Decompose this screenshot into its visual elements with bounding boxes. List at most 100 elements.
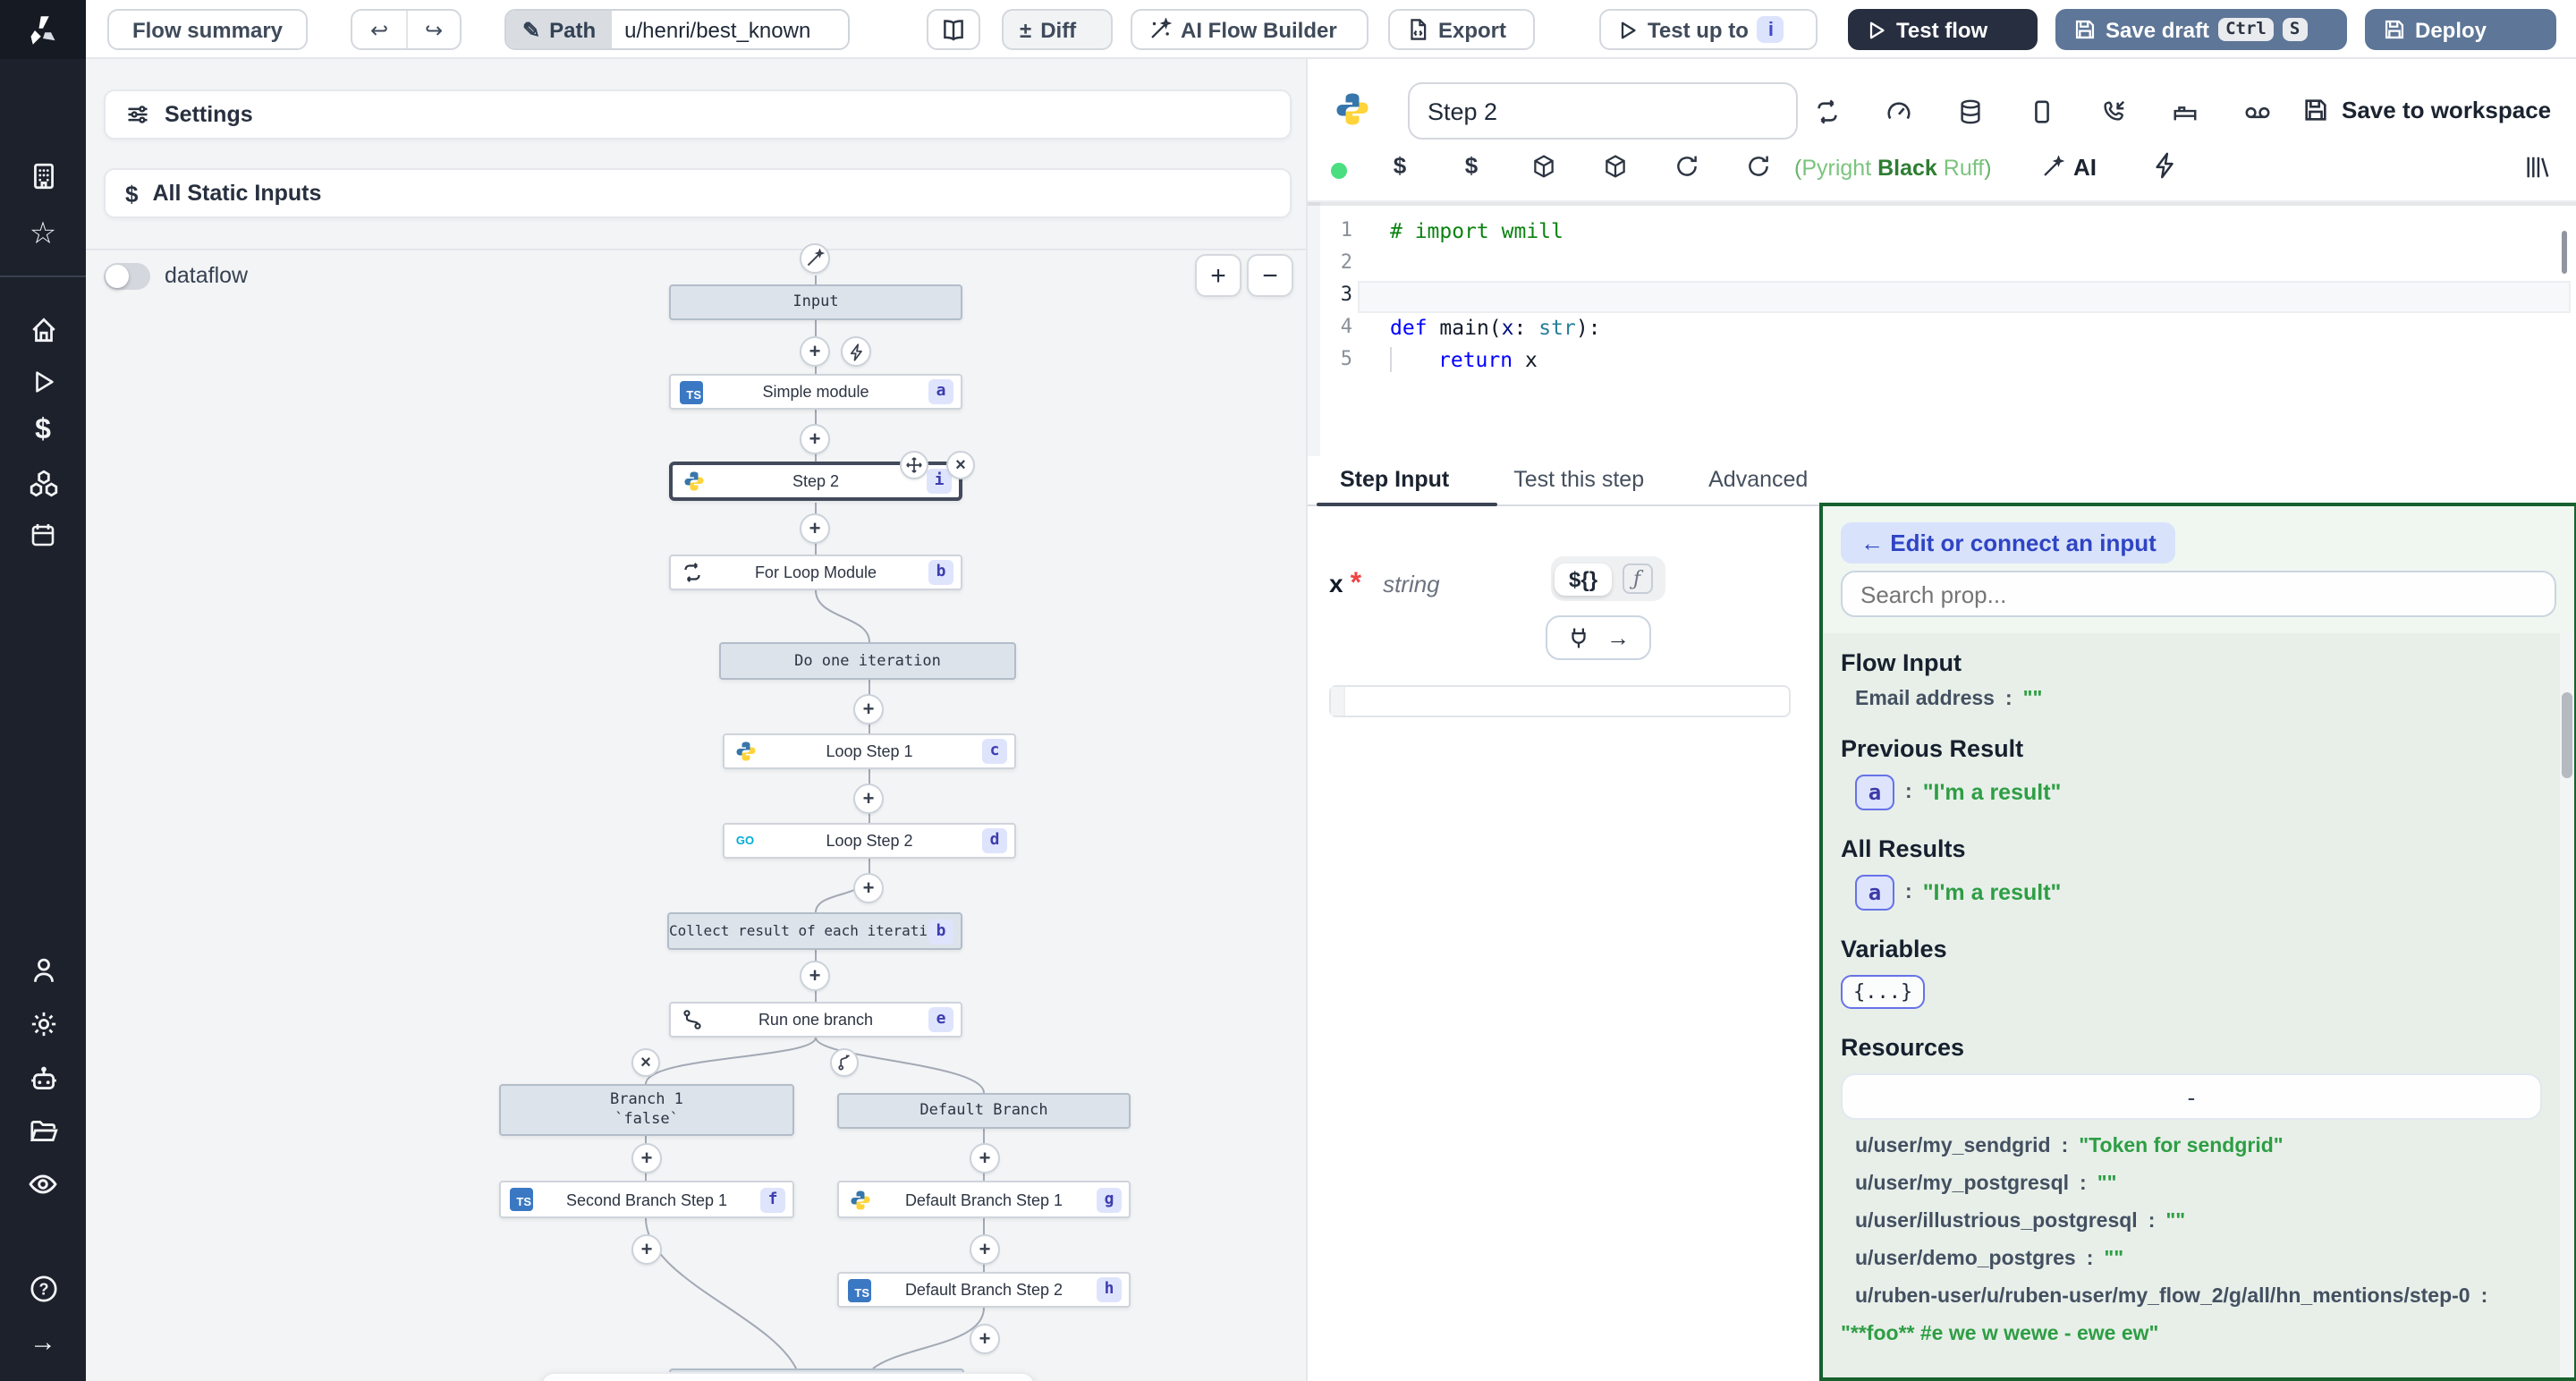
resource-row[interactable]: u/user/my_postgresql : "" <box>1855 1173 2117 1195</box>
code-editor[interactable]: 1 2 3 4 5 # import wmill def main(x: str… <box>1308 200 2576 456</box>
previous-result-row[interactable]: a : "I'm a result" <box>1841 775 2560 810</box>
path-input[interactable] <box>612 11 849 48</box>
resources-filter-box[interactable]: - <box>1841 1073 2542 1120</box>
node-default-branch-step-1[interactable]: Default Branch Step 1 g <box>837 1181 1131 1218</box>
add-step-button[interactable]: + <box>853 784 884 814</box>
zoom-in-button[interactable]: + <box>1195 254 1241 297</box>
add-step-button[interactable]: + <box>970 1143 1000 1173</box>
node-run-one-branch[interactable]: Run one branch e <box>669 1002 962 1038</box>
add-step-button[interactable]: + <box>631 1143 662 1173</box>
resource-row-value[interactable]: "**foo** #e we w wewe - ewe ew" <box>1841 1324 2159 1345</box>
expr-mode-button[interactable]: ${} <box>1555 563 1613 595</box>
node-loop-step-2[interactable]: GO Loop Step 2 d <box>723 823 1016 859</box>
node-second-branch-step-1[interactable]: TS Second Branch Step 1 f <box>499 1181 794 1218</box>
flow-summary-button[interactable]: Flow summary <box>107 9 308 50</box>
resource-row[interactable]: u/user/illustrious_postgresql : "" <box>1855 1211 2186 1233</box>
voicemail-icon[interactable] <box>2241 97 2272 127</box>
add-step-button[interactable]: + <box>800 513 830 544</box>
package-icon[interactable] <box>1530 152 1556 179</box>
undo-button[interactable]: ↩ <box>352 11 406 48</box>
tab-step-input[interactable]: Step Input <box>1340 467 1450 492</box>
node-input[interactable]: Input <box>669 284 962 320</box>
sidebar-item-settings[interactable] <box>25 1005 61 1041</box>
deploy-button[interactable]: Deploy <box>2365 9 2556 50</box>
sidebar-item-users[interactable] <box>25 952 61 987</box>
concurrency-icon[interactable] <box>1884 97 1914 127</box>
node-do-one-iteration[interactable]: Do one iteration <box>719 642 1016 680</box>
reload-icon[interactable] <box>1744 152 1771 179</box>
assets-icon[interactable]: $ <box>1393 152 1407 179</box>
search-prop-input[interactable] <box>1841 571 2556 617</box>
save-to-workspace-button[interactable]: Save to workspace <box>2302 97 2551 123</box>
docs-button[interactable] <box>927 9 980 50</box>
tab-test-this-step[interactable]: Test this step <box>1513 467 1645 492</box>
node-for-loop-module[interactable]: For Loop Module b <box>669 555 962 590</box>
sleep-icon[interactable] <box>2170 97 2200 127</box>
ai-suggest-node-button[interactable] <box>800 243 830 274</box>
sidebar-collapse-button[interactable]: → <box>25 1324 61 1360</box>
delete-step-button[interactable]: × <box>946 451 975 479</box>
cache-db-icon[interactable] <box>1955 97 1986 127</box>
sidebar-item-folders[interactable] <box>25 1113 61 1148</box>
sidebar-item-variables[interactable]: $ <box>25 413 61 449</box>
sidebar-item-audit[interactable] <box>25 1166 61 1202</box>
step-id-badge[interactable]: a <box>1855 875 1894 911</box>
node-loop-step-1[interactable]: Loop Step 1 c <box>723 733 1016 769</box>
windmill-logo[interactable] <box>0 0 86 59</box>
all-static-inputs-card[interactable]: $ All Static Inputs <box>104 168 1292 218</box>
reload-icon[interactable] <box>1673 152 1699 179</box>
tab-advanced[interactable]: Advanced <box>1708 467 1809 492</box>
sidebar-item-workspace[interactable] <box>25 157 61 193</box>
package-icon[interactable] <box>1601 152 1628 179</box>
add-step-button[interactable]: + <box>800 336 830 367</box>
lint-formatters-label[interactable]: (Pyright Black Ruff) <box>1794 156 1992 181</box>
phone-call-icon[interactable] <box>2098 97 2129 127</box>
node-branch-1[interactable]: Branch 1 `false` <box>499 1084 794 1136</box>
remove-branch-button[interactable]: × <box>631 1048 660 1077</box>
step-id-badge[interactable]: a <box>1855 775 1894 810</box>
edit-or-connect-button[interactable]: ← Edit or connect an input <box>1841 522 2176 563</box>
node-default-branch[interactable]: Default Branch <box>837 1093 1131 1129</box>
fn-mode-button[interactable]: ƒ <box>1617 560 1657 597</box>
move-step-button[interactable] <box>900 451 928 479</box>
all-results-row[interactable]: a : "I'm a result" <box>1841 875 2560 911</box>
add-step-button[interactable]: + <box>800 424 830 454</box>
save-draft-button[interactable]: Save draft Ctrl S <box>2055 9 2347 50</box>
variables-expand-badge[interactable]: {...} <box>1841 975 1926 1009</box>
test-up-to-button[interactable]: Test up to i <box>1599 9 1818 50</box>
flow-settings-card[interactable]: Settings <box>104 89 1292 140</box>
mobile-icon[interactable] <box>2027 97 2057 127</box>
ai-flow-builder-button[interactable]: AI Flow Builder <box>1131 9 1368 50</box>
variables-icon[interactable]: $ <box>1464 152 1479 179</box>
step-title-input[interactable] <box>1408 82 1798 140</box>
diff-button[interactable]: ±Diff <box>1002 9 1113 50</box>
path-button[interactable]: ✎Path <box>506 11 613 48</box>
redo-button[interactable]: ↪ <box>406 11 460 48</box>
arg-value-input[interactable] <box>1329 685 1791 717</box>
run-shortcut-icon[interactable] <box>2152 152 2179 179</box>
sidebar-item-home[interactable] <box>25 311 61 347</box>
export-button[interactable]: Export <box>1388 9 1535 50</box>
node-collect-result[interactable]: Collect result of each iteration b <box>667 912 962 950</box>
add-step-button[interactable]: + <box>853 873 884 903</box>
test-flow-button[interactable]: Test flow <box>1848 9 2038 50</box>
resource-row[interactable]: u/user/demo_postgres : "" <box>1855 1249 2124 1270</box>
zoom-out-button[interactable]: − <box>1247 254 1293 297</box>
toggle-cache-icon[interactable] <box>1812 97 1843 127</box>
add-step-button[interactable]: + <box>853 694 884 724</box>
add-step-button[interactable]: + <box>631 1234 662 1265</box>
sidebar-item-workers[interactable] <box>25 1061 61 1097</box>
sidebar-item-help[interactable]: ? <box>25 1270 61 1306</box>
dataflow-toggle[interactable] <box>104 263 150 290</box>
connect-input-button[interactable]: → <box>1546 615 1651 660</box>
flow-input-row[interactable]: Email address : "" <box>1855 689 2043 710</box>
editor-scroll-indicator[interactable] <box>2562 231 2567 274</box>
add-trigger-button[interactable] <box>841 336 871 367</box>
resource-row[interactable]: u/ruben-user/u/ruben-user/my_flow_2/g/al… <box>1855 1286 2488 1308</box>
ai-assistant-button[interactable]: AI <box>2041 154 2097 181</box>
sidebar-item-favorites[interactable]: ☆ <box>25 216 61 252</box>
sidebar-item-schedules[interactable] <box>25 517 61 553</box>
resource-row[interactable]: u/user/my_sendgrid : "Token for sendgrid… <box>1855 1136 2284 1157</box>
add-step-button[interactable]: + <box>800 961 830 991</box>
add-step-button[interactable]: + <box>970 1324 1000 1354</box>
